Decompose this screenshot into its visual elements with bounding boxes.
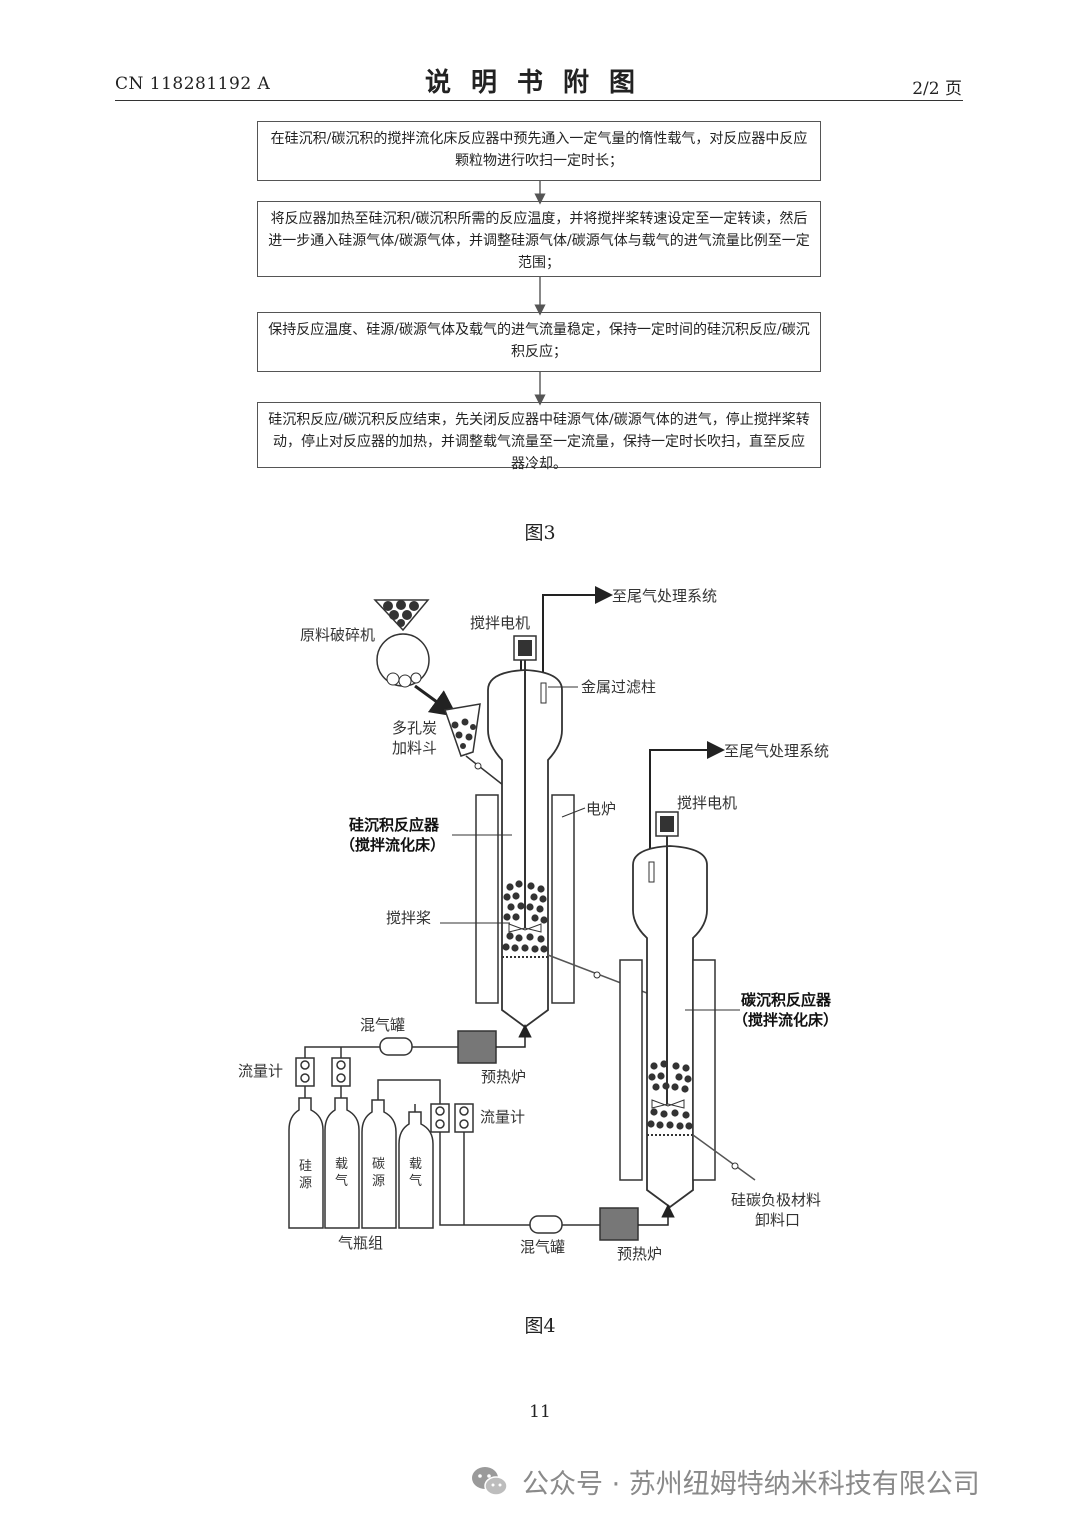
electric-furnace-2-right [692, 959, 716, 1181]
gas-line-carbon: 流量计 混气罐 预热炉 [377, 1079, 675, 1263]
bottle-4-char-1: 载 [409, 1157, 422, 1172]
carbon-deposition-reactor: 搅拌电机 碳沉积反应器 （搅拌流化床） 硅碳负极材料 卸料口 [619, 794, 838, 1229]
c-reactor-label-1: 碳沉积反应器 [741, 991, 832, 1009]
outlet-label-1: 硅碳负极材料 [731, 1191, 821, 1209]
watermark-text: 公众号 · 苏州纽姆特纳米科技有限公司 [522, 1469, 980, 1500]
porous-carbon-hopper: 多孔炭 加料斗 [392, 703, 504, 786]
metal-filter [540, 682, 547, 704]
figure3-caption: 图3 [524, 522, 556, 544]
stirring-paddle-1 [508, 923, 542, 933]
paddle-label: 搅拌桨 [386, 909, 431, 927]
bottle-2-char-1: 载 [335, 1157, 348, 1172]
mix-tank-label-2: 混气罐 [520, 1238, 565, 1256]
flow-arrows [534, 181, 546, 406]
tail-gas-line-2: 至尾气处理系统 [649, 741, 829, 880]
process-diagram: 至尾气处理系统 原料破碎机 多孔炭 加料斗 [238, 586, 838, 1263]
si-reactor-label-2: （搅拌流化床） [340, 836, 445, 854]
flowmeter-label-1: 流量计 [238, 1062, 283, 1080]
bottle-2-char-2: 气 [335, 1173, 348, 1189]
bottle-carrier-gas-2 [398, 1111, 434, 1229]
carbon-particle-bed [647, 1060, 693, 1130]
si-reactor-label-1: 硅沉积反应器 [349, 816, 440, 834]
bottle-carrier-gas-1 [324, 1097, 360, 1229]
header-divider [115, 100, 963, 101]
mix-tank-label-1: 混气罐 [360, 1016, 405, 1034]
silicon-particle-bed [502, 880, 548, 953]
gas-line-silicon: 混气罐 预热炉 流量计 [238, 1016, 532, 1098]
mix-tank-1 [379, 1037, 413, 1056]
c-reactor-label-2: （搅拌流化床） [733, 1011, 838, 1029]
preheater-label-2: 预热炉 [617, 1245, 662, 1263]
preheater-label-1: 预热炉 [481, 1068, 526, 1086]
watermark: 公众号 · 苏州纽姆特纳米科技有限公司 [470, 1462, 980, 1501]
motor-label-1: 搅拌电机 [470, 614, 530, 632]
transfer-pipe [547, 954, 666, 1001]
page-number: 11 [529, 1402, 551, 1422]
silicon-deposition-reactor: 搅拌电机 金属过滤柱 电炉 硅沉积反应器 （搅拌流化床） 搅拌桨 [340, 614, 656, 1029]
electric-furnace-2-left [619, 959, 643, 1181]
bottle-1-char-1: 硅 [299, 1159, 312, 1174]
furnace-label: 电炉 [586, 800, 616, 818]
flow-step-1: 在硅沉积/碳沉积的搅拌流化床反应器中预先通入一定气量的惰性载气，对反应器中反应颗… [257, 121, 821, 181]
page-title: 说明书附图 [424, 68, 655, 98]
bottle-1-char-2: 源 [299, 1176, 312, 1191]
stirring-paddle-2 [651, 1099, 685, 1109]
discharge-pipe [692, 1134, 756, 1181]
filter-label: 金属过滤柱 [581, 678, 656, 696]
outlet-label-2: 卸料口 [755, 1211, 800, 1229]
hopper-label-2: 加料斗 [392, 739, 437, 757]
flowmeter-label-2: 流量计 [480, 1108, 525, 1126]
motor-label-2: 搅拌电机 [677, 794, 737, 812]
bottle-3-char-2: 源 [372, 1174, 385, 1189]
electric-furnace-left [475, 794, 499, 1004]
crusher-to-hopper-arrow [414, 684, 458, 718]
patent-number: CN 118281192 A [115, 74, 271, 94]
bottle-4-char-2: 气 [409, 1173, 422, 1189]
bottle-3-char-1: 碳 [372, 1157, 385, 1172]
bottle-group-label: 气瓶组 [338, 1234, 383, 1252]
preheater-1 [457, 1030, 497, 1064]
mix-tank-2 [529, 1215, 563, 1234]
tail-gas-label-2: 至尾气处理系统 [724, 742, 829, 760]
page-indicator: 2/2 页 [912, 79, 962, 99]
preheater-2 [599, 1207, 639, 1241]
crusher-label: 原料破碎机 [300, 626, 375, 644]
bottle-carbon-source [361, 1099, 397, 1229]
figure4-caption: 图4 [524, 1315, 556, 1337]
wechat-icon [470, 1465, 510, 1499]
tail-gas-label-1: 至尾气处理系统 [612, 587, 717, 605]
flow-step-4: 硅沉积反应/碳沉积反应结束，先关闭反应器中硅源气体/碳源气体的进气，停止搅拌桨转… [257, 402, 821, 472]
hopper-label-1: 多孔炭 [392, 719, 437, 737]
gas-bottle-group: 硅 源 载 气 碳 源 载 气 气瓶组 [288, 1097, 434, 1252]
bottle-silicon-source [288, 1097, 324, 1229]
raw-material-crusher: 原料破碎机 [300, 599, 430, 688]
electric-furnace-right [551, 794, 575, 1004]
flow-step-3: 保持反应温度、硅源/碳源气体及载气的进气流量稳定，保持一定时间的硅沉积反应/碳沉… [257, 312, 821, 372]
